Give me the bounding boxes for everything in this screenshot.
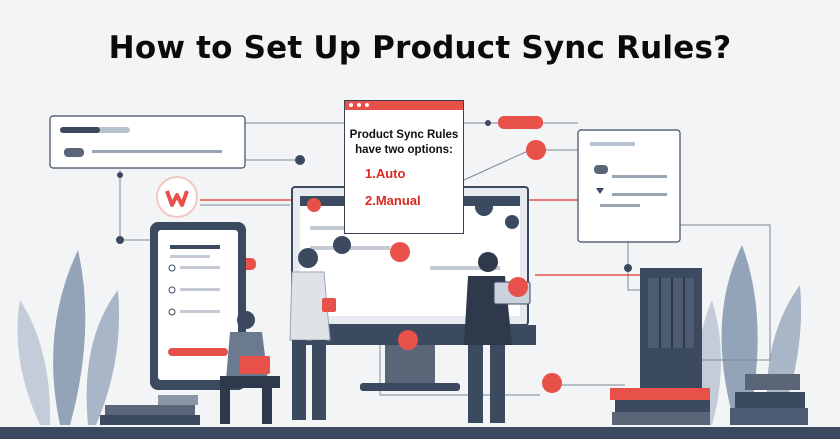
card-top-right — [577, 129, 681, 243]
plant-icon-left — [17, 250, 120, 425]
popup-heading-line2: have two options: — [355, 144, 453, 156]
books-stack-left — [100, 395, 200, 425]
person-standing-right — [464, 252, 531, 423]
laptop-icon — [240, 356, 270, 374]
person-standing-left — [289, 248, 336, 420]
option-manual: 2.Manual — [365, 193, 421, 208]
card-top-left — [49, 115, 246, 169]
ground-line — [0, 427, 840, 439]
popup-heading-line1: Product Sync Rules — [349, 129, 459, 141]
sync-rules-popup: Product Sync Rules have two options: 1.A… — [344, 100, 464, 234]
pill-top — [498, 116, 543, 129]
popup-title-bar — [345, 101, 463, 110]
books-stack-right — [610, 374, 808, 425]
person-sitting — [220, 311, 280, 424]
node-dots — [116, 120, 632, 393]
option-auto: 1.Auto — [365, 166, 406, 181]
logo-w-icon — [156, 176, 198, 218]
popup-heading: Product Sync Rules have two options: — [345, 128, 463, 158]
page-title: How to Set Up Product Sync Rules? — [108, 30, 732, 66]
phone-icon — [150, 222, 246, 390]
